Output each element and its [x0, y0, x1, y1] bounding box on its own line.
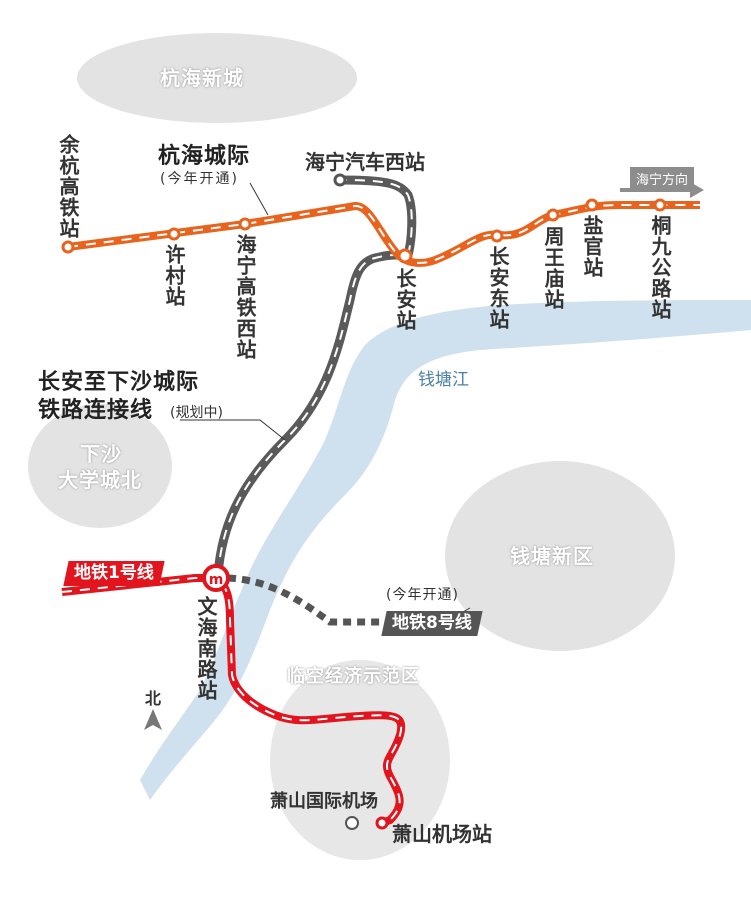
metro8-badge: 地铁8号线 — [381, 611, 483, 636]
area-label-qiantang-xinqu: 钱塘新区 — [510, 544, 594, 568]
airport-label: 萧山国际机场 — [270, 791, 378, 812]
area-label-xiasha: 下沙 — [80, 442, 122, 466]
hanghai-line-note: (今年开通) — [160, 171, 239, 187]
station-label-wenhai-nanlu: 文海南路站 — [194, 596, 218, 701]
station-label-haining-qiche-xi: 海宁汽车西站 — [305, 150, 425, 174]
area-xiasha-north — [28, 404, 172, 528]
station-label-haining-gaotie-xi: 海宁高铁西站 — [233, 234, 257, 360]
station-label-xucun: 许村站 — [162, 244, 186, 307]
station-label-changan: 长安站 — [393, 268, 417, 331]
station-dot-changan-dong — [490, 229, 504, 243]
station-label-zhouwangmiao: 周王庙站 — [541, 226, 565, 310]
link-line-note: (规划中) — [170, 405, 223, 421]
station-dot-changan — [397, 248, 413, 264]
metro1-badge: 地铁1号线 — [63, 561, 165, 586]
area-label-linkong: 临空经济示范区 — [287, 666, 420, 687]
station-label-tongjiu: 桐九公路站 — [648, 215, 672, 320]
area-linkong — [270, 660, 450, 860]
station-dot-airport-station — [375, 816, 389, 830]
airport-icon — [345, 816, 359, 830]
area-label-hanghai-xincheng: 杭海新城 — [160, 66, 244, 90]
station-label-airport: 萧山机场站 — [392, 822, 492, 846]
station-dot-tongjiu — [653, 198, 667, 212]
metro8-line — [227, 574, 385, 626]
link-line-title-2: 铁路连接线 — [38, 398, 154, 423]
direction-arrow-icon — [620, 182, 704, 198]
station-dot-zhouwangmiao — [546, 208, 560, 222]
svg-text:m: m — [209, 572, 224, 588]
station-dot-haining-qiche-xi — [333, 173, 347, 187]
area-label-daxuecheng-north: 大学城北 — [58, 468, 142, 492]
metro-logo-icon — [202, 564, 230, 592]
station-label-changan-dong: 长安东站 — [486, 246, 510, 330]
qiantang-river — [140, 300, 751, 800]
station-label-yanguan: 盐官站 — [580, 215, 604, 278]
station-dot-xucun — [167, 227, 181, 241]
station-dot-yuhang — [61, 240, 75, 254]
direction-label: 海宁方向 — [630, 167, 695, 190]
station-label-yuhang: 余杭高铁站 — [56, 134, 80, 239]
station-dot-haining-gaotie-xi — [238, 217, 252, 231]
area-hanghai-xincheng — [77, 33, 357, 123]
area-qiantang-xinqu — [445, 461, 675, 651]
station-dot-yanguan — [585, 198, 599, 212]
north-label: 北 — [145, 689, 162, 708]
metro8-note: (今年开通) — [386, 587, 459, 603]
link-line-title-1: 长安至下沙城际 — [38, 370, 200, 395]
north-arrow-icon — [144, 709, 162, 730]
river-label: 钱塘江 — [418, 370, 469, 390]
hanghai-line-title: 杭海城际 — [158, 144, 251, 169]
